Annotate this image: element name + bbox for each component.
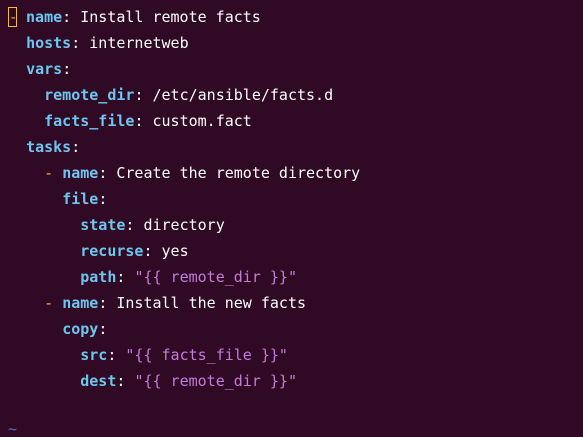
yaml-separator: :: [107, 346, 126, 364]
yaml-separator: :: [116, 372, 135, 390]
indent: [8, 372, 80, 390]
yaml-separator: :: [143, 242, 162, 260]
indent: [8, 346, 80, 364]
indent: [8, 242, 80, 260]
yaml-value: Create the remote directory: [116, 164, 361, 182]
indent: [8, 216, 80, 234]
yaml-value: "{{ remote_dir }}": [134, 372, 297, 390]
yaml-value: internetweb: [89, 34, 189, 52]
code-line[interactable]: copy:: [8, 316, 107, 342]
indent: [8, 112, 44, 130]
indent: [8, 294, 44, 312]
yaml-separator: :: [134, 86, 153, 104]
yaml-key: copy: [62, 320, 99, 338]
yaml-value: Install remote facts: [80, 8, 261, 26]
yaml-separator: :: [98, 190, 108, 208]
indent: [8, 268, 80, 286]
code-line[interactable]: dest: "{{ remote_dir }}": [8, 368, 297, 394]
yaml-separator: :: [134, 112, 153, 130]
code-line[interactable]: - name: Install the new facts: [8, 290, 306, 316]
indent: [8, 86, 44, 104]
code-line[interactable]: vars:: [8, 56, 71, 82]
yaml-key: dest: [80, 372, 117, 390]
code-line[interactable]: file:: [8, 186, 107, 212]
yaml-key: remote_dir: [44, 86, 135, 104]
code-line[interactable]: recurse: yes: [8, 238, 189, 264]
yaml-value: Install the new facts: [116, 294, 307, 312]
yaml-value: directory: [143, 216, 225, 234]
empty-line-marker: ~: [8, 420, 18, 437]
yaml-separator: :: [116, 268, 135, 286]
yaml-key: name: [62, 294, 99, 312]
code-line[interactable]: - name: Install remote facts: [8, 4, 261, 30]
yaml-key: file: [62, 190, 99, 208]
yaml-value: yes: [161, 242, 189, 260]
yaml-key: tasks: [26, 138, 72, 156]
code-line[interactable]: remote_dir: /etc/ansible/facts.d: [8, 82, 333, 108]
yaml-key: name: [26, 8, 63, 26]
yaml-separator: :: [62, 8, 81, 26]
list-dash: -: [44, 294, 63, 312]
yaml-key: name: [62, 164, 99, 182]
yaml-key: state: [80, 216, 126, 234]
code-line[interactable]: state: directory: [8, 212, 225, 238]
yaml-separator: :: [71, 34, 90, 52]
list-dash: -: [44, 164, 63, 182]
yaml-separator: :: [98, 164, 117, 182]
yaml-separator: :: [98, 320, 108, 338]
code-line[interactable]: src: "{{ facts_file }}": [8, 342, 288, 368]
code-line[interactable]: facts_file: custom.fact: [8, 108, 252, 134]
yaml-key: path: [80, 268, 117, 286]
yaml-separator: :: [71, 138, 81, 156]
yaml-value: custom.fact: [152, 112, 252, 130]
code-line[interactable]: path: "{{ remote_dir }}": [8, 264, 297, 290]
yaml-value: "{{ facts_file }}": [125, 346, 288, 364]
yaml-separator: :: [125, 216, 144, 234]
yaml-separator: :: [62, 60, 72, 78]
indent: [8, 34, 26, 52]
indent: [8, 320, 62, 338]
indent: [8, 190, 62, 208]
yaml-key: vars: [26, 60, 63, 78]
yaml-key: facts_file: [44, 112, 135, 130]
indent: [8, 138, 26, 156]
yaml-value: /etc/ansible/facts.d: [152, 86, 334, 104]
yaml-separator: :: [98, 294, 117, 312]
code-line[interactable]: hosts: internetweb: [8, 30, 189, 56]
code-line[interactable]: tasks:: [8, 134, 80, 160]
yaml-key: src: [80, 346, 108, 364]
indent: [8, 60, 26, 78]
indent: [8, 164, 44, 182]
yaml-key: hosts: [26, 34, 72, 52]
code-line[interactable]: - name: Create the remote directory: [8, 160, 360, 186]
text-cursor: -: [8, 6, 17, 27]
yaml-key: recurse: [80, 242, 144, 260]
yaml-value: "{{ remote_dir }}": [134, 268, 297, 286]
